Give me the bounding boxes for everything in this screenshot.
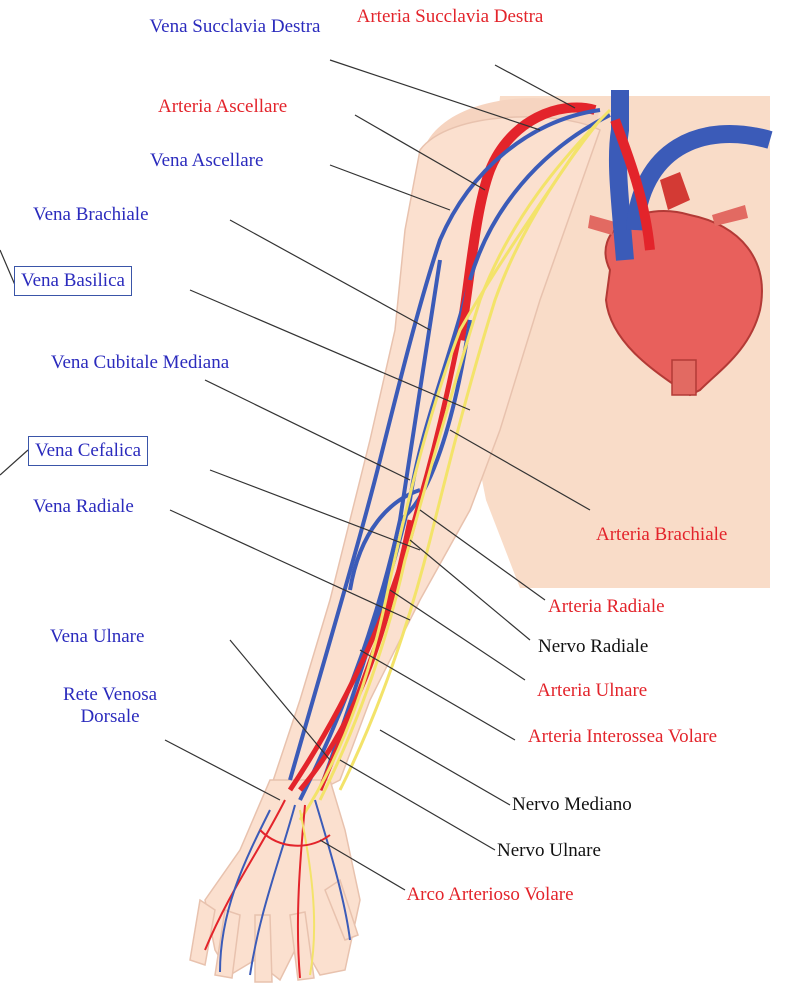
- label-arteria-interossea-volare: Arteria Interossea Volare: [515, 726, 730, 748]
- label-arteria-brachiale: Arteria Brachiale: [596, 524, 727, 546]
- label-arteria-radiale: Arteria Radiale: [548, 596, 665, 618]
- label-vena-cefalica: Vena Cefalica: [28, 436, 148, 466]
- label-vena-ascellare: Vena Ascellare: [150, 150, 263, 172]
- label-vena-succlavia-destra: Vena Succlavia Destra: [140, 16, 330, 38]
- label-nervo-mediano: Nervo Mediano: [512, 794, 632, 816]
- label-nervo-radiale: Nervo Radiale: [538, 636, 648, 658]
- label-vena-ulnare: Vena Ulnare: [50, 626, 144, 648]
- label-arteria-ascellare: Arteria Ascellare: [158, 96, 287, 118]
- label-arteria-ulnare: Arteria Ulnare: [537, 680, 647, 702]
- label-vena-basilica: Vena Basilica: [14, 266, 132, 296]
- label-nervo-ulnare: Nervo Ulnare: [497, 840, 601, 862]
- subclavian-vein: [618, 90, 625, 260]
- label-vena-cubitale-mediana: Vena Cubitale Mediana: [40, 352, 240, 374]
- label-arco-arterioso-volare: Arco Arterioso Volare: [400, 884, 580, 906]
- label-rete-venosa-dorsale: Rete Venosa Dorsale: [40, 684, 180, 728]
- label-vena-brachiale: Vena Brachiale: [33, 204, 149, 226]
- label-vena-radiale: Vena Radiale: [33, 496, 134, 518]
- label-arteria-succlavia-destra: Arteria Succlavia Destra: [355, 6, 545, 28]
